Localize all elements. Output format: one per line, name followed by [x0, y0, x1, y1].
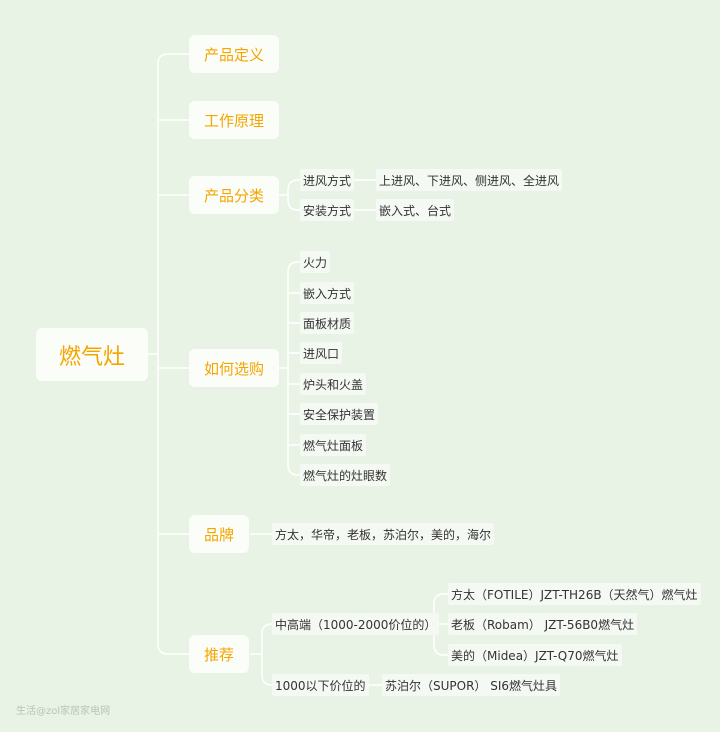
node-selection-item[interactable]: 面板材质 [300, 312, 355, 334]
node-install-method[interactable]: 安装方式 [300, 199, 355, 221]
node-product-category[interactable]: 产品分类 [189, 176, 280, 214]
node-high-end-item[interactable]: 方太（FOTILE）JZT-TH26B（天然气）燃气灶 [448, 583, 701, 605]
node-brand-list[interactable]: 方太，华帝，老板，苏泊尔，美的，海尔 [272, 523, 495, 545]
node-selection-item[interactable]: 炉头和火盖 [300, 373, 367, 395]
node-high-end-item[interactable]: 老板（Robam） JZT-56B0燃气灶 [448, 613, 638, 635]
node-high-end[interactable]: 中高端（1000-2000价位的） [272, 613, 440, 635]
node-intake-method[interactable]: 进风方式 [300, 169, 355, 191]
node-working-principle[interactable]: 工作原理 [189, 101, 280, 139]
node-selection-item[interactable]: 进风口 [300, 342, 343, 364]
node-selection-item[interactable]: 火力 [300, 251, 331, 273]
node-install-method-values[interactable]: 嵌入式、台式 [376, 199, 455, 221]
root-node[interactable]: 燃气灶 [36, 328, 148, 381]
node-brand[interactable]: 品牌 [189, 515, 250, 553]
node-recommend[interactable]: 推荐 [189, 635, 250, 673]
node-low-end[interactable]: 1000以下价位的 [272, 674, 369, 696]
node-low-end-item[interactable]: 苏泊尔（SUPOR） SI6燃气灶具 [382, 674, 561, 696]
node-product-definition[interactable]: 产品定义 [189, 35, 280, 73]
node-selection-item[interactable]: 燃气灶面板 [300, 434, 367, 456]
node-selection-item[interactable]: 安全保护装置 [300, 403, 379, 425]
node-selection-item[interactable]: 嵌入方式 [300, 282, 355, 304]
node-selection-item[interactable]: 燃气灶的灶眼数 [300, 464, 391, 486]
node-how-to-buy[interactable]: 如何选购 [189, 349, 280, 387]
node-high-end-item[interactable]: 美的（Midea）JZT-Q70燃气灶 [448, 644, 622, 666]
watermark: 生活@zol家居家电网 [16, 706, 111, 717]
node-intake-method-values[interactable]: 上进风、下进风、侧进风、全进风 [376, 169, 563, 191]
